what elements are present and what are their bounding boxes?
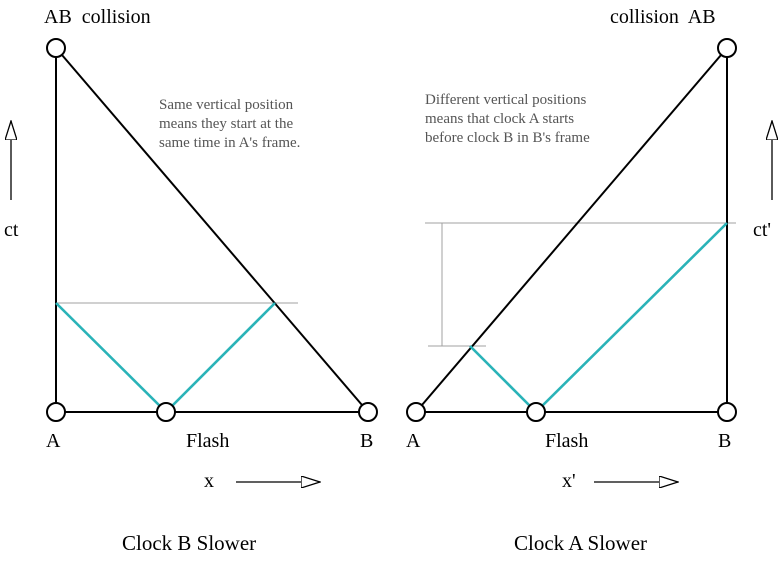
right-label-flash: Flash [545,430,589,452]
left-label-a: A [46,430,61,452]
left-light-ray-to-b [165,302,276,413]
left-top-label: AB collision [44,6,151,28]
left-note: Same vertical position means they start … [159,97,301,151]
right-label-a: A [406,430,421,452]
left-event-b [358,402,378,422]
left-event-flash [156,402,176,422]
right-light-ray-to-b [535,222,728,413]
right-event-flash [526,402,546,422]
right-event-b [717,402,737,422]
right-diagram [406,38,772,482]
left-axis-time-label: ct [4,219,19,241]
left-diagram [11,38,378,482]
right-top-label: collision AB [610,6,716,28]
right-label-b: B [718,430,732,452]
right-event-collision [717,38,737,58]
right-axis-time-label: ct' [753,219,772,241]
left-label-b: B [360,430,374,452]
right-caption: Clock A Slower [514,531,648,555]
left-event-a [46,402,66,422]
left-caption: Clock B Slower [122,531,257,555]
right-axis-space-label: x' [562,470,576,492]
left-axis-space-label: x [204,470,214,492]
right-note: Different vertical positions means that … [425,92,590,146]
left-worldline-b [55,47,369,413]
right-light-ray-to-a [469,345,537,413]
left-light-ray-to-a [55,302,167,413]
left-label-flash: Flash [186,430,230,452]
left-event-collision [46,38,66,58]
right-worldline-a [415,47,728,413]
right-event-a [406,402,426,422]
